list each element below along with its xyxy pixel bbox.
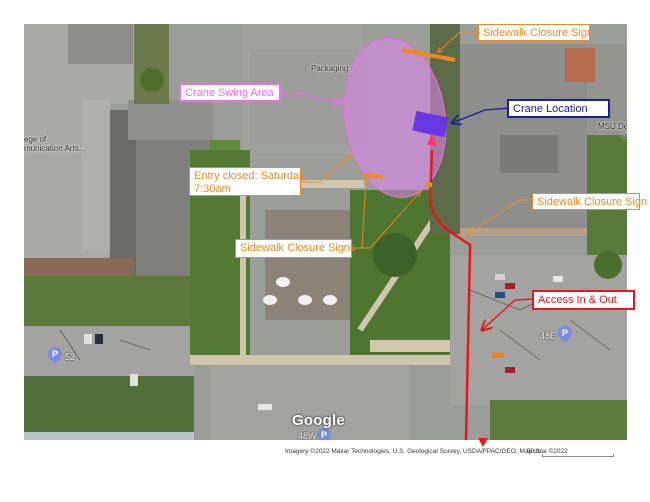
callout-sidewalk-closure-signs: Sidewalk Closure Signs (235, 239, 356, 258)
entry-closed-line-2: 7:30am (194, 183, 231, 195)
callout-sidewalk-closure-right: Sidewalk Closure Sign (532, 193, 647, 210)
map-label-msu[interactable]: MSU De of (598, 122, 627, 140)
parking-glyph: P (561, 328, 568, 338)
parking-label: 48W (298, 431, 317, 440)
map-imagery (24, 24, 627, 440)
parking-glyph: P (51, 349, 58, 359)
scale-label: 50 ft (527, 448, 540, 455)
callout-access-in-out: Access In & Out (532, 290, 635, 310)
entry-closed-line-1: Entry closed: Saturday, (194, 170, 307, 182)
college-line-1: ege of (24, 135, 47, 144)
parking-pin-icon[interactable]: P (555, 323, 575, 343)
parking-label: 52 (65, 352, 76, 362)
map-label-college[interactable]: ege of munication Arts... (24, 135, 85, 153)
callout-crane-swing-area: Crane Swing Area (179, 83, 281, 102)
callout-sidewalk-closure-top: Sidewalk Closure Sign (478, 24, 593, 41)
satellite-map[interactable]: Packaging ege of munication Arts... MSU … (24, 24, 627, 440)
callout-entry-closed: Entry closed: Saturday, 7:30am (189, 167, 307, 196)
college-line-2: munication Arts... (24, 144, 86, 153)
google-logo: Google (292, 412, 345, 429)
scale-bar[interactable] (542, 454, 614, 457)
parking-pin-icon[interactable]: P (45, 344, 65, 364)
map-attribution[interactable]: Imagery ©2022 Maxar Technologies, U.S. G… (285, 448, 568, 455)
msu-line-2: of (621, 131, 627, 140)
parking-glyph: P (320, 430, 327, 440)
msu-line-1: MSU De (598, 122, 627, 131)
callout-crane-location: Crane Location (507, 99, 610, 118)
parking-label: 48E (540, 331, 557, 341)
map-label-packaging[interactable]: Packaging (311, 64, 349, 73)
